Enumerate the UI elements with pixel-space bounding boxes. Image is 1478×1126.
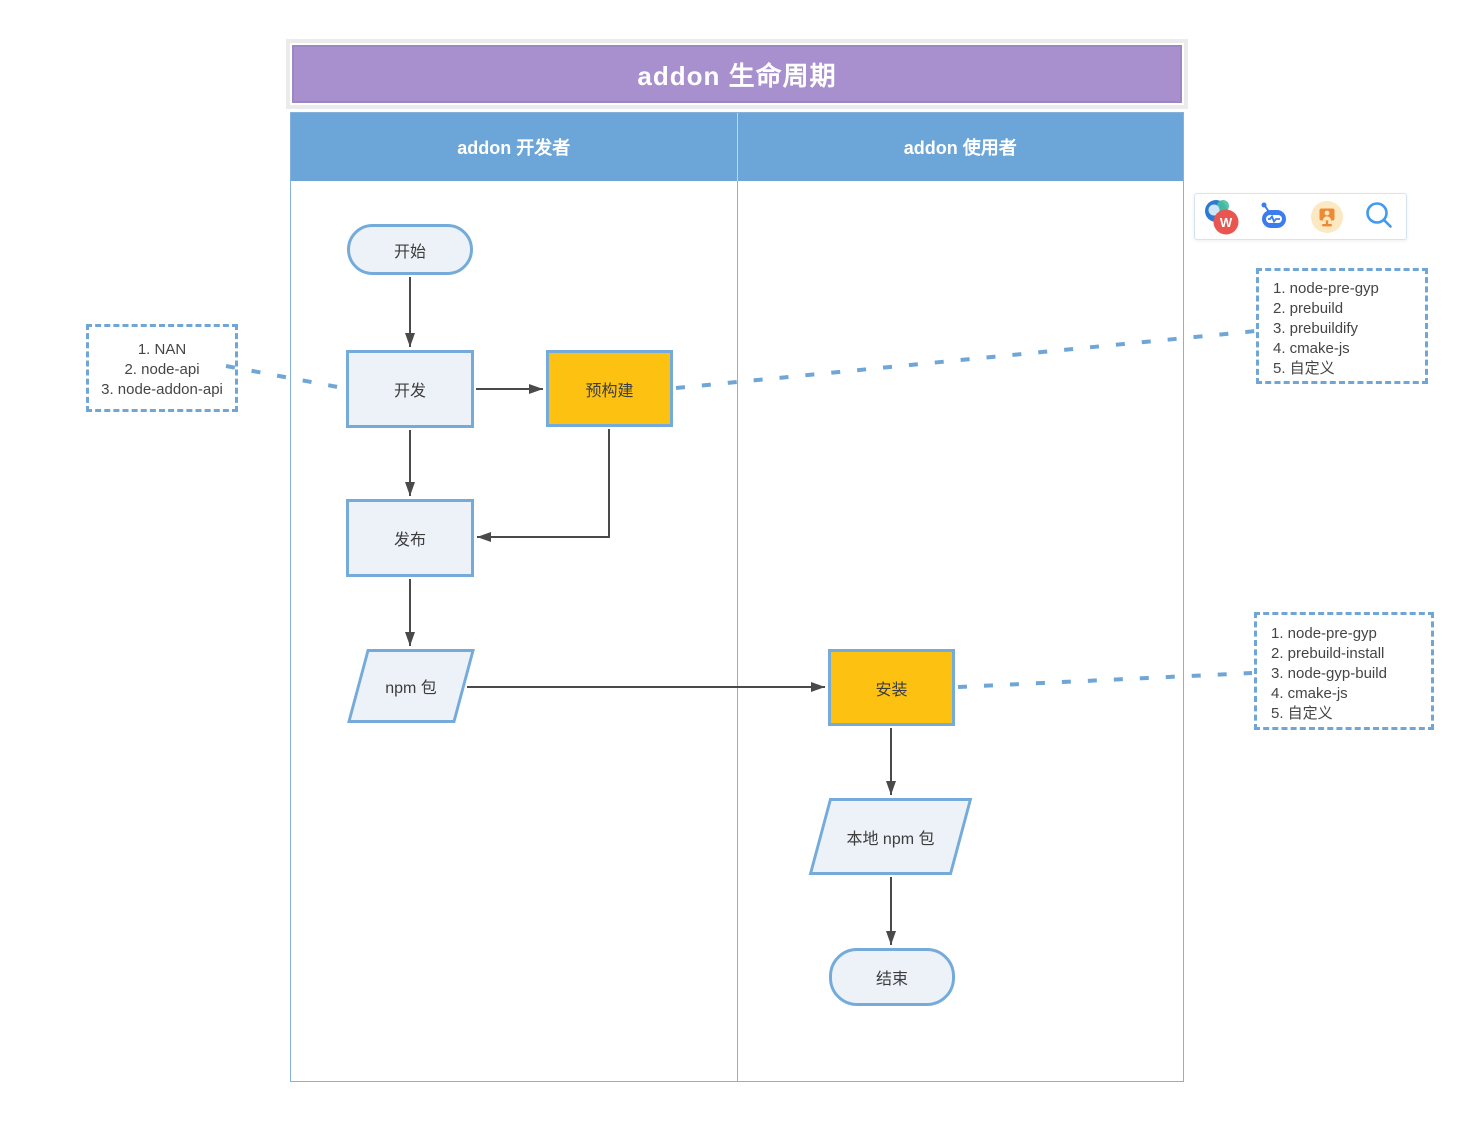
node-publish: 发布 [346,499,474,577]
node-develop: 开发 [346,350,474,428]
node-local-npm-package: 本地 npm 包 [808,798,973,875]
diagram-title: addon 生命周期 [637,60,837,91]
callout-item: 1. node-pre-gyp [1273,280,1379,297]
callout-item: 3. prebuildify [1273,320,1359,337]
callout-item: 2. node-api [124,361,200,378]
callout-develop-tools: 1. NAN 2. node-api 3. node-addon-api [86,324,238,412]
lane-divider [737,181,738,1081]
node-install: 安装 [828,649,955,726]
callout-item: 1. NAN [137,341,187,358]
node-end: 结束 [829,948,955,1006]
callout-item: 4. cmake-js [1273,340,1350,357]
callout-prebuild-tools: 1. node-pre-gyp 2. prebuild 3. prebuildi… [1256,268,1428,384]
callout-install-tools: 1. node-pre-gyp 2. prebuild-install 3. n… [1254,612,1434,730]
callout-item: 3. node-addon-api [101,381,223,398]
node-prebuild: 预构建 [546,350,673,427]
floating-toolbar: W [1194,193,1407,240]
node-local-npm-package-label: 本地 npm 包 [846,830,935,848]
lane-body [291,181,1183,1081]
callout-item: 4. cmake-js [1271,685,1348,702]
robot-assistant-icon[interactable] [1255,198,1293,236]
lane-header-developer: addon 开发者 [291,113,738,181]
svg-text:W: W [1220,215,1233,230]
node-start: 开始 [347,224,473,275]
node-npm-package-label: npm 包 [385,680,437,697]
callout-item: 2. prebuild-install [1271,645,1385,662]
callout-item: 5. 自定义 [1271,705,1333,722]
screen-share-icon[interactable] [1308,198,1346,236]
diagram-title-banner: addon 生命周期 [292,45,1182,103]
callout-item: 3. node-gyp-build [1271,665,1387,682]
node-npm-package: npm 包 [346,649,476,723]
search-icon[interactable] [1361,198,1399,236]
word-app-icon[interactable]: W [1202,198,1240,236]
lane-header-user: addon 使用者 [737,113,1183,181]
callout-item: 1. node-pre-gyp [1271,625,1377,642]
lane-header-row: addon 开发者 addon 使用者 [291,113,1183,181]
callout-item: 5. 自定义 [1273,360,1335,377]
callout-item: 2. prebuild [1273,300,1344,317]
